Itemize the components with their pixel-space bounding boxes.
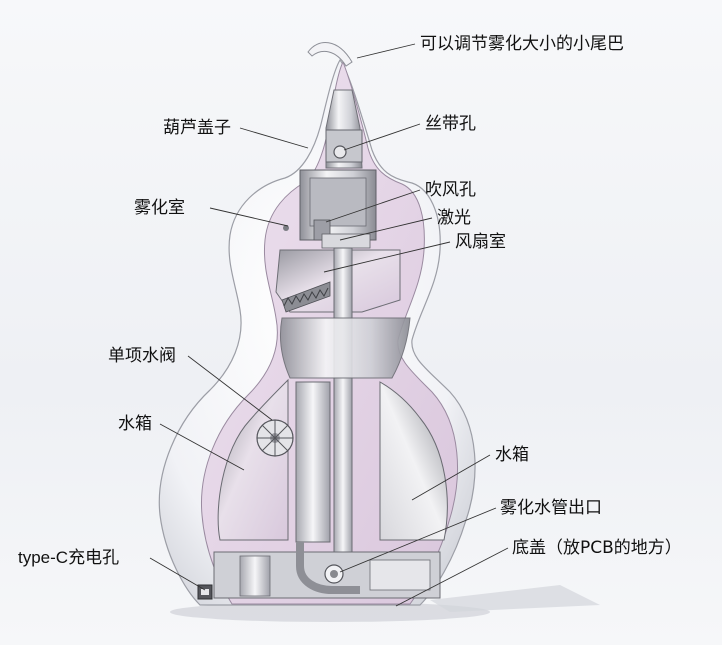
leader-string-hole	[343, 123, 421, 151]
leader-laser	[339, 217, 433, 241]
label-type-c-port: type-C充电孔	[18, 548, 120, 567]
bottom-right-part	[369, 559, 431, 591]
neck-chamber	[279, 317, 411, 379]
bottom-left-part	[239, 555, 271, 597]
label-one-way-valve: 单项水阀	[108, 346, 176, 366]
leader-mist-outlet	[339, 507, 497, 573]
middle-tube	[295, 381, 331, 543]
label-atomizing-chamber: 雾化室	[134, 198, 185, 218]
leader-type-c	[149, 557, 206, 591]
leader-tank-right	[411, 454, 491, 501]
label-laser: 激光	[437, 208, 471, 228]
label-string-hole: 丝带孔	[425, 114, 476, 134]
label-water-tank-right: 水箱	[495, 445, 529, 465]
mist-outlet-pipe	[296, 542, 360, 594]
string-hole	[333, 145, 347, 159]
center-shaft	[333, 247, 353, 567]
blow-hole-dot	[283, 225, 289, 231]
label-bottom-cover: 底盖（放PCB的地方）	[512, 538, 682, 558]
fan-blade-teeth	[283, 287, 329, 307]
label-mist-outlet: 雾化水管出口	[500, 498, 602, 518]
leader-blow-hole	[325, 189, 421, 223]
leader-bottom-cover	[395, 547, 509, 607]
label-gourd-cap: 葫芦盖子	[163, 118, 231, 138]
leader-lines	[149, 43, 509, 607]
label-water-tank-left: 水箱	[118, 414, 152, 434]
laser-body	[321, 233, 371, 249]
leader-gourd-cap	[239, 127, 309, 149]
atomizer-inner	[309, 177, 367, 227]
one-way-valve	[256, 419, 294, 457]
leader-fan-chamber	[323, 241, 451, 273]
label-tail: 可以调节雾化大小的小尾巴	[420, 34, 624, 54]
cast-shadow	[430, 585, 600, 612]
leader-tank-left	[159, 423, 245, 471]
label-fan-chamber: 风扇室	[455, 232, 506, 252]
leader-valve	[187, 355, 273, 421]
label-blow-hole: 吹风孔	[425, 180, 476, 200]
leader-tail	[356, 43, 416, 59]
water-tank-right	[379, 381, 448, 541]
adjust-tail	[307, 42, 353, 67]
leader-atomizing-chamber	[209, 207, 289, 227]
ground-shadow	[170, 602, 490, 622]
